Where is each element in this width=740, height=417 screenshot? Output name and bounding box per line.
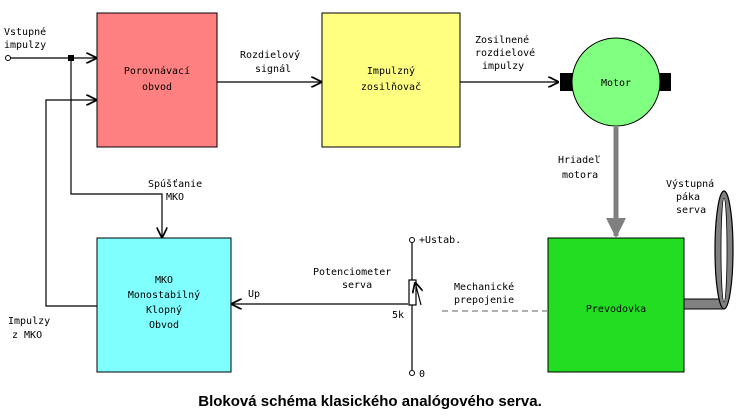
trigger-label-2: MKO [166, 192, 184, 203]
ustab-label: +Ustab. [419, 235, 461, 246]
mko-pulses-label-2: z MKO [12, 330, 42, 341]
shaft-label-2: motora [562, 170, 598, 181]
comparator-label-1: Porovnávací [124, 65, 190, 77]
amplified-label-2: rozdielové [475, 47, 535, 59]
output-lever-label-1: Výstupná [666, 178, 714, 190]
pot-wiper [415, 282, 421, 306]
mko-label-1: MKO [155, 275, 173, 286]
mko-label-2: Monostabilný [128, 289, 200, 301]
output-lever-label-3: serva [676, 205, 706, 216]
up-label: Up [248, 289, 260, 300]
resistance-label: 5k [392, 310, 404, 321]
amplified-label-3: impulzy [482, 61, 524, 72]
amplifier-label-1: Impulzný [367, 65, 415, 77]
output-shaft [683, 298, 725, 310]
zero-label: 0 [419, 369, 425, 380]
shaft-label-1: Hriadeľ [558, 155, 600, 166]
mko-label-4: Obvod [149, 320, 179, 331]
gearbox-label: Prevodovka [586, 304, 646, 315]
ustab-terminal [409, 237, 415, 243]
comparator-label-2: obvod [142, 82, 172, 93]
potentiometer-label-1: Potenciometer [313, 267, 391, 278]
amplifier-block [321, 12, 461, 148]
trigger-label-1: Spúšťanie [148, 178, 202, 190]
zero-terminal [409, 370, 415, 376]
input-terminal [5, 55, 11, 61]
mko-pulses-wire [45, 100, 97, 307]
output-lever-inner [720, 197, 728, 303]
motor-terminal-left [560, 73, 575, 91]
trigger-wire [70, 58, 162, 238]
mechanical-label-2: prepojenie [454, 295, 514, 306]
amplified-label-1: Zosilnené [475, 34, 529, 46]
difference-label-2: signál [255, 63, 291, 75]
motor-label: Motor [601, 78, 631, 89]
diagram-caption: Bloková schéma klasického analógového se… [198, 393, 542, 410]
mko-label-3: Klopný [146, 304, 182, 316]
potentiometer-label-2: serva [342, 280, 372, 291]
mechanical-label-1: Mechanické [454, 281, 514, 293]
gearbox-block [547, 237, 685, 373]
mko-pulses-label-1: Impulzy [8, 316, 50, 327]
output-lever-label-2: páka [676, 191, 700, 203]
comparator-block [96, 12, 218, 148]
motor-block [571, 37, 661, 127]
mko-block [96, 237, 232, 373]
input-label-2: impulzy [4, 40, 46, 51]
input-label-1: Vstupné [4, 26, 46, 38]
difference-label-1: Rozdielový [240, 49, 300, 61]
amplifier-label-2: zosilňovač [361, 81, 421, 93]
